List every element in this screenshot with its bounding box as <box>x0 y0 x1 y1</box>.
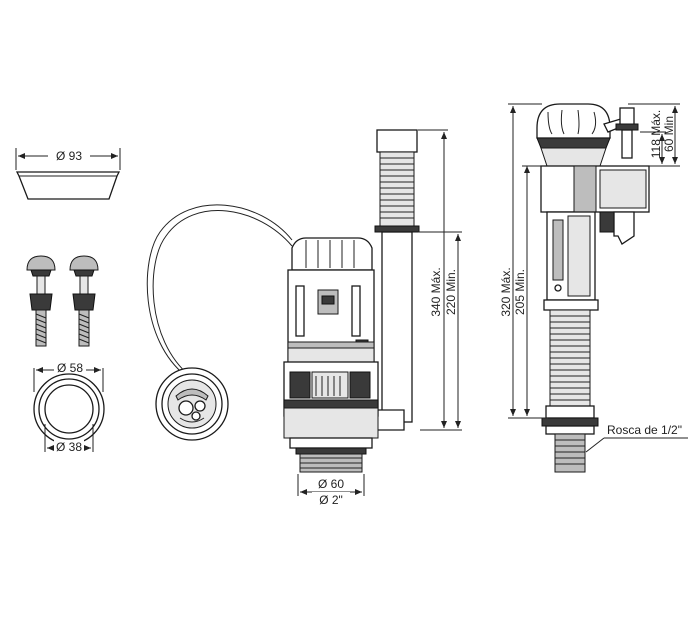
cover-plate: Ø 93 <box>15 148 121 200</box>
button-inner-diameter-label: Ø 38 <box>56 440 82 454</box>
screw-left <box>26 255 56 347</box>
valve-outlet-diameter-label: Ø 60 <box>318 477 344 491</box>
fill-height-max-label: 320 Máx. <box>499 267 513 316</box>
fill-height-min-label: 205 Min. <box>513 269 527 315</box>
thread-label: Rosca de 1/2" <box>607 423 682 437</box>
cable-assembly <box>146 204 293 381</box>
button-outer-diameter-label: Ø 58 <box>57 361 83 375</box>
valve-height-max-label: 340 Máx. <box>429 267 443 316</box>
cover-diameter-label: Ø 93 <box>56 149 82 163</box>
valve-height-min-label: 220 Min. <box>444 269 458 315</box>
valve-dimensions: Ø 60 Ø 2" 340 Máx. 220 Min. <box>297 129 462 507</box>
float-arm-min-label: 60 Min <box>662 116 676 152</box>
flush-valve <box>283 129 420 473</box>
screw-right <box>69 255 99 347</box>
push-button <box>155 367 229 441</box>
fill-valve-dimensions: 320 Máx. 205 Min. 118 Máx. 60 Min Rosca … <box>499 103 688 453</box>
valve-thread-label: Ø 2" <box>319 493 343 507</box>
fill-valve <box>536 103 650 473</box>
button-ring: Ø 58 Ø 38 <box>33 361 105 454</box>
float-arm-max-label: 118 Máx. <box>649 110 663 158</box>
